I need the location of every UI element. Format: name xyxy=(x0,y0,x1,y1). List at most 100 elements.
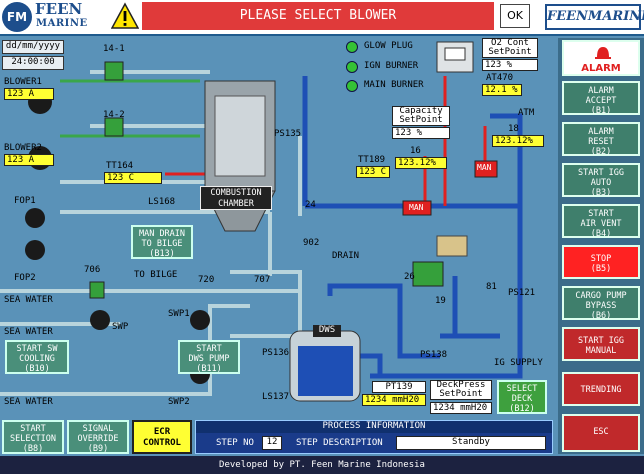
button-line2: RESET xyxy=(588,137,614,147)
swp1-label: SWP1 xyxy=(168,309,190,319)
start-igg-auto-button[interactable]: START IGG AUTO (B3) xyxy=(562,163,640,198)
start-selection-button[interactable]: START SELECTION (B8) xyxy=(2,420,64,454)
step-no-value: 12 xyxy=(262,436,282,450)
o2-line2: SetPoint xyxy=(488,47,532,57)
button-line3: (B6) xyxy=(590,311,612,321)
header-bar: FM FEEN MARINE PLEASE SELECT BLOWER OK F… xyxy=(0,0,644,36)
trending-button[interactable]: TRENDING xyxy=(562,372,640,406)
button-line1: ECR xyxy=(153,427,171,437)
ps135-label: PS135 xyxy=(274,129,302,139)
button-line2: AUTO xyxy=(590,178,612,188)
at470-label: AT470 xyxy=(486,73,514,83)
ecr-control-button[interactable]: ECR CONTROL xyxy=(132,420,192,454)
deckpress-line1: DeckPress xyxy=(436,380,486,390)
feen-marine-logo-badge: FM xyxy=(2,2,32,32)
indicator-light-icon xyxy=(346,80,358,92)
blower2-label: BLOWER2 xyxy=(4,143,42,153)
button-line3: (B2) xyxy=(590,147,612,157)
o2-setpoint-label: O2 Cont SetPoint xyxy=(482,38,538,58)
button-line3: (B13) xyxy=(149,249,175,259)
button-line1: ALARM xyxy=(588,127,614,137)
blower1-current: 123 A xyxy=(4,88,54,100)
o2-setpoint-input[interactable]: 123 % xyxy=(482,59,538,71)
button-line1: START xyxy=(196,344,222,354)
button-line1: ALARM xyxy=(588,86,614,96)
tt164-label: TT164 xyxy=(106,161,134,171)
signal-override-button[interactable]: SIGNAL OVERRIDE (B9) xyxy=(67,420,129,454)
ls137-label: LS137 xyxy=(262,392,290,402)
indicator-label: IGN BURNER xyxy=(364,61,419,71)
alert-banner: PLEASE SELECT BLOWER xyxy=(142,2,494,30)
o2-line1: O2 Cont xyxy=(491,38,529,48)
button-line1: SIGNAL xyxy=(82,424,114,434)
sea-water-label-2: SEA WATER xyxy=(4,327,53,337)
man-valve-label-2: MAN xyxy=(477,163,492,172)
button-line3: (B1) xyxy=(590,106,612,116)
button-line3: (B10) xyxy=(24,364,50,374)
button-line1: CARGO PUMP xyxy=(575,291,627,301)
deckpress-setpoint-label: DeckPress SetPoint xyxy=(430,380,492,400)
button-line2: SELECTION xyxy=(9,434,57,444)
valve-16-label: 16 xyxy=(410,146,421,156)
button-line1: START IGG xyxy=(577,336,625,346)
button-line2: COOLING xyxy=(19,354,55,364)
valve-81-label: 81 xyxy=(486,282,497,292)
deckpress-setpoint-input[interactable]: 1234 mmH20 xyxy=(430,402,492,414)
feen-marine-logo-right: FEENMARINE xyxy=(545,4,644,30)
man-drain-to-bilge-button[interactable]: MAN DRAIN TO BILGE (B13) xyxy=(131,225,193,259)
stop-button[interactable]: STOP (B5) xyxy=(562,245,640,279)
capacity-line2: SetPoint xyxy=(399,115,443,125)
capacity-setpoint-input[interactable]: 123 % xyxy=(392,127,450,139)
indicator-label: MAIN BURNER xyxy=(364,80,424,90)
blower2-current: 123 A xyxy=(4,154,54,166)
valve-24-label: 24 xyxy=(305,200,316,210)
start-sw-cooling-button[interactable]: START SW COOLING (B10) xyxy=(5,340,69,374)
button-line1: MAN DRAIN xyxy=(138,229,186,239)
button-line2: OVERRIDE xyxy=(77,434,119,444)
cargo-pump-bypass-button[interactable]: CARGO PUMP BYPASS (B6) xyxy=(562,286,640,321)
blower1-label: BLOWER1 xyxy=(4,77,42,87)
button-line2: MANUAL xyxy=(585,346,617,356)
process-information-panel: PROCESS INFORMATION STEP NO 12 STEP DESC… xyxy=(195,420,553,454)
button-line1: TRENDING xyxy=(580,385,622,395)
combustion-chamber: COMBUSTION CHAMBER xyxy=(200,186,272,210)
indicator-light-icon xyxy=(346,61,358,73)
deckpress-line2: SetPoint xyxy=(439,389,483,399)
button-line1: START SW xyxy=(16,344,58,354)
sea-water-label-3: SEA WATER xyxy=(4,397,53,407)
button-line2: AIR VENT xyxy=(580,219,622,229)
alarm-label: ALARM xyxy=(581,63,621,74)
valve-902-label: 902 xyxy=(303,238,320,248)
process-info-title: PROCESS INFORMATION xyxy=(196,421,552,433)
button-line1: STOP xyxy=(590,254,612,264)
footer-credit: Developed by PT. Feen Marine Indonesia xyxy=(0,456,644,474)
drain-label: DRAIN xyxy=(332,251,360,261)
combustion-chamber-line2: CHAMBER xyxy=(218,199,254,209)
select-deck-button[interactable]: SELECT DECK (B12) xyxy=(497,380,547,414)
alarm-reset-button[interactable]: ALARM RESET (B2) xyxy=(562,122,640,157)
step-description-value: Standby xyxy=(396,436,546,450)
valve-16-value: 123.12% xyxy=(395,157,447,169)
button-line2: BYPASS xyxy=(585,301,617,311)
start-igg-manual-button[interactable]: START IGG MANUAL xyxy=(562,327,640,361)
button-line1: ESC xyxy=(593,427,609,437)
ps138-label: PS138 xyxy=(420,350,448,360)
button-line3: (B9) xyxy=(87,444,109,454)
valve-18-label: 18 xyxy=(508,124,519,134)
tt164-value: 123 C xyxy=(104,172,162,184)
valve-19-label: 19 xyxy=(435,296,446,306)
button-line2: DWS PUMP xyxy=(188,354,230,364)
esc-button[interactable]: ESC xyxy=(562,414,640,452)
start-air-vent-button[interactable]: START AIR VENT (B4) xyxy=(562,204,640,239)
ls168-label: LS168 xyxy=(148,197,176,207)
button-line3: (B4) xyxy=(590,229,612,239)
ok-button[interactable]: OK xyxy=(500,4,530,28)
start-dws-pump-button[interactable]: START DWS PUMP (B11) xyxy=(178,340,240,374)
atm-label: ATM xyxy=(518,108,535,118)
ps136-label: PS136 xyxy=(262,348,290,358)
time-field: 24:00:00 xyxy=(2,56,64,70)
alarm-accept-button[interactable]: ALARM ACCEPT (B1) xyxy=(562,81,640,116)
tt189-label: TT189 xyxy=(358,155,386,165)
indicator-label: GLOW PLUG xyxy=(364,41,413,51)
pt139-value: 1234 mmH20 xyxy=(362,394,426,406)
